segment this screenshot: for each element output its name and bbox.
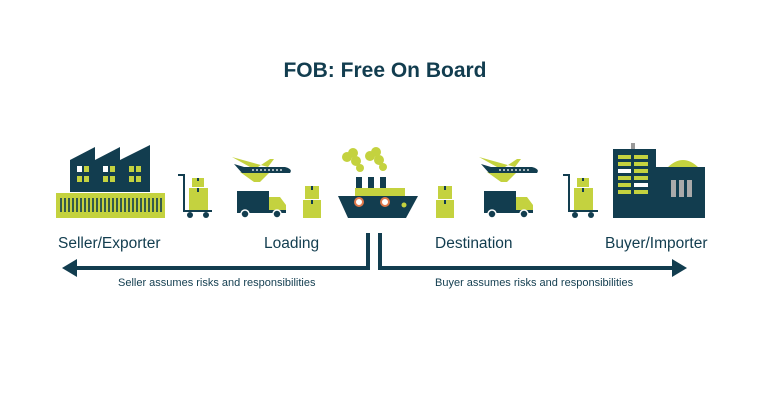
stage-label-buyer: Buyer/Importer [605, 235, 708, 252]
hand-truck-icon [178, 174, 212, 218]
hand-truck-icon [563, 174, 598, 218]
stage-label-destination: Destination [435, 235, 513, 252]
package-icon [303, 186, 321, 218]
office-building-icon [613, 143, 705, 218]
factory-icon [56, 145, 165, 218]
stage-label-seller: Seller/Exporter [58, 235, 161, 252]
airplane-icon [479, 157, 538, 182]
stage-label-loading: Loading [264, 235, 320, 252]
truck-icon [484, 191, 533, 219]
truck-icon [237, 191, 286, 219]
seller-responsibility-arrow [62, 233, 370, 277]
ship-icon [338, 147, 418, 218]
page-title: FOB: Free On Board [283, 59, 487, 82]
seller-responsibility-text: Seller assumes risks and responsibilitie… [118, 277, 316, 289]
airplane-icon [232, 157, 291, 182]
package-icon [436, 186, 454, 218]
buyer-responsibility-text: Buyer assumes risks and responsibilities [435, 277, 634, 289]
buyer-responsibility-arrow [378, 233, 687, 277]
